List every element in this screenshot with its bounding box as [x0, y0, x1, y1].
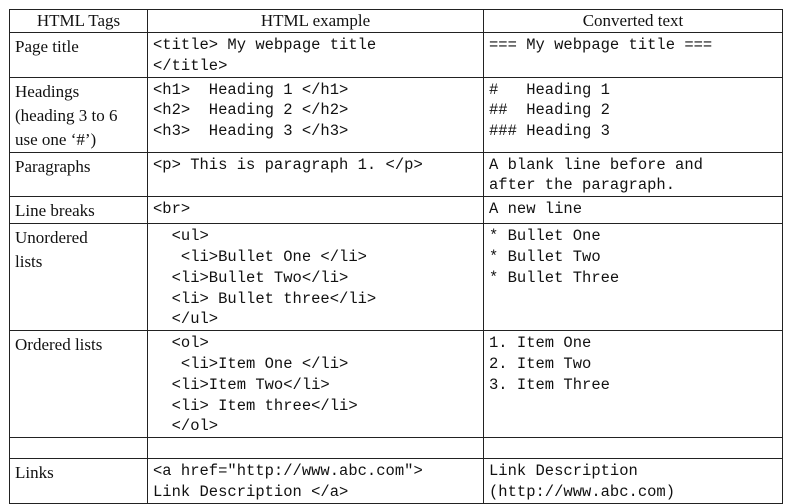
table-row: Ordered lists <ol> <li>Item One </li> <l… [9, 330, 783, 439]
converted-line: A new line [489, 200, 583, 219]
tag-cell: Paragraphs [9, 151, 148, 198]
code-line: <li> Item three</li> [153, 396, 358, 415]
html-example-cell [147, 437, 484, 460]
tag-cell: Headings (heading 3 to 6 use one ‘#’) [9, 76, 148, 153]
html-example-cell: <h1> Heading 1 </h1> <h2> Heading 2 </h2>… [147, 76, 484, 153]
tag-label: Headings [15, 81, 80, 101]
converted-text-cell: Link Description(http://www.abc.com) [483, 458, 783, 504]
tag-label: (heading 3 to 6 [15, 105, 118, 125]
converted-line: after the paragraph. [489, 176, 676, 195]
code-line: <p> This is paragraph 1. </p> [153, 155, 423, 174]
converted-text-cell: * Bullet One* Bullet Two * Bullet Three [483, 223, 783, 332]
empty-row [9, 437, 783, 460]
tag-cell: Ordered lists [9, 330, 148, 439]
converted-line: 1. Item One [489, 334, 592, 353]
converted-line: === My webpage title === [489, 36, 713, 54]
converted-line: * Bullet Two [489, 247, 601, 266]
converted-line: * Bullet One [489, 227, 601, 246]
table-row: Unordered lists <ul> <li>Bullet One </li… [9, 223, 783, 332]
tag-cell: Page title [9, 32, 148, 78]
table-row: Line breaks <br> A new line [9, 196, 783, 225]
converted-line: A blank line before and [489, 155, 703, 174]
code-line: </ol> [153, 417, 219, 436]
code-line: </ul> [153, 310, 219, 329]
header-row: HTML Tags HTML example Converted text [9, 9, 783, 33]
header-html-tags: HTML Tags [9, 9, 148, 33]
converted-text-cell: A new line [483, 196, 783, 225]
code-line: <a href="http://www.abc.com"> [153, 462, 423, 481]
converted-line: ## Heading 2 [489, 101, 610, 120]
tag-cell: Unordered lists [9, 223, 148, 332]
html-example-cell: <title> My webpage title </title> [147, 32, 484, 78]
tag-cell [9, 437, 148, 460]
code-line: <li> Bullet three</li> [153, 289, 377, 308]
table-row: Links <a href="http://www.abc.com">Link … [9, 458, 783, 504]
tag-label: Ordered lists [15, 335, 103, 355]
code-line: <br> [153, 200, 191, 219]
tag-cell: Line breaks [9, 196, 148, 225]
table-row: Paragraphs <p> This is paragraph 1. </p>… [9, 151, 783, 198]
conversion-table: HTML Tags HTML example Converted text Pa… [9, 9, 783, 504]
tag-cell: Links [9, 458, 148, 504]
converted-line: # Heading 1 [489, 80, 610, 99]
code-line: <li>Bullet Two</li> [153, 268, 349, 287]
converted-line: 2. Item Two [489, 354, 592, 373]
code-line: </title> [153, 56, 228, 75]
tag-label: use one ‘#’) [15, 129, 97, 149]
code-line: <title> My webpage title [153, 36, 377, 54]
converted-line: ### Heading 3 [489, 122, 610, 141]
header-html-example: HTML example [147, 9, 484, 33]
code-line: <li>Item One </li> [153, 354, 349, 373]
code-line: <h2> Heading 2 </h2> [153, 101, 349, 120]
converted-text-cell: # Heading 1 ## Heading 2 ### Heading 3 [483, 76, 783, 153]
converted-text-cell: A blank line before and after the paragra… [483, 151, 783, 198]
tag-label: Unordered [15, 228, 88, 248]
html-example-cell: <ul> <li>Bullet One </li> <li>Bullet Two… [147, 223, 484, 332]
converted-text-cell [483, 437, 783, 460]
tag-label: Links [15, 463, 54, 483]
tag-label: Paragraphs [15, 156, 91, 176]
converted-text-cell: === My webpage title === [483, 32, 783, 78]
converted-line: Link Description [489, 462, 638, 481]
code-line: <h1> Heading 1 </h1> [153, 80, 349, 99]
code-line: <h3> Heading 3 </h3> [153, 122, 349, 141]
code-line: Link Description </a> [153, 482, 349, 501]
code-line: <ol> [153, 334, 209, 353]
code-line: <li>Item Two</li> [153, 375, 330, 394]
code-line: <ul> [153, 227, 209, 246]
html-example-cell: <p> This is paragraph 1. </p> [147, 151, 484, 198]
header-converted-text: Converted text [483, 9, 783, 33]
html-example-cell: <br> [147, 196, 484, 225]
tag-label: lists [15, 252, 43, 272]
html-example-cell: <ol> <li>Item One </li> <li>Item Two</li… [147, 330, 484, 439]
converted-line: 3. Item Three [489, 375, 610, 394]
converted-line: (http://www.abc.com) [489, 482, 676, 501]
tag-label: Page title [15, 37, 79, 56]
html-example-cell: <a href="http://www.abc.com">Link Descri… [147, 458, 484, 504]
converted-line: * Bullet Three [489, 268, 620, 287]
table-row: Page title <title> My webpage title </tit… [9, 32, 783, 78]
code-line: <li>Bullet One </li> [153, 247, 367, 266]
table-row: Headings (heading 3 to 6 use one ‘#’) <h… [9, 76, 783, 153]
tag-label: Line breaks [15, 201, 95, 221]
